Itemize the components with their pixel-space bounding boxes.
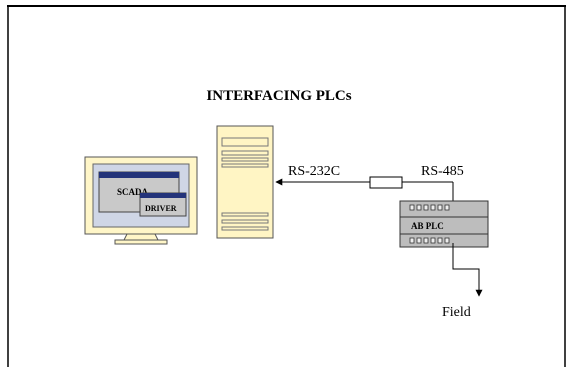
- scada-window-titlebar: [99, 172, 179, 178]
- slide-frame: [7, 5, 566, 367]
- vent-slot-3: [221, 226, 269, 231]
- plc-terminals-bottom: [409, 237, 450, 244]
- monitor-stand: [123, 233, 159, 241]
- plc-terminals-top: [409, 204, 450, 211]
- computer-tower: [216, 125, 274, 239]
- scada-window: SCADA: [98, 171, 180, 213]
- rs-converter: [369, 176, 403, 189]
- driver-window: DRIVER: [139, 192, 187, 217]
- ab-plc: AB PLC: [399, 200, 489, 248]
- vent-slot-2: [221, 219, 269, 224]
- rs485-label: RS-485: [421, 164, 464, 179]
- field-wire: [452, 243, 483, 297]
- serial-link: RS-232C RS-485: [275, 164, 464, 208]
- drive-bay-2: [221, 150, 269, 156]
- vent-slot-1: [221, 212, 269, 217]
- driver-window-titlebar: [140, 193, 186, 198]
- monitor-base: [114, 239, 168, 245]
- drive-bay-4: [221, 163, 269, 168]
- rs232c-label: RS-232C: [288, 164, 340, 179]
- driver-label: DRIVER: [145, 204, 177, 213]
- diagram-title: INTERFACING PLCs: [206, 88, 351, 104]
- drive-bay-1: [221, 137, 269, 147]
- field-label: Field: [442, 305, 471, 320]
- monitor: SCADA DRIVER: [84, 156, 198, 245]
- field-link: Field: [442, 243, 483, 320]
- plc-label: AB PLC: [411, 221, 444, 231]
- drive-bay-3: [221, 157, 269, 162]
- scada-label: SCADA: [117, 187, 149, 197]
